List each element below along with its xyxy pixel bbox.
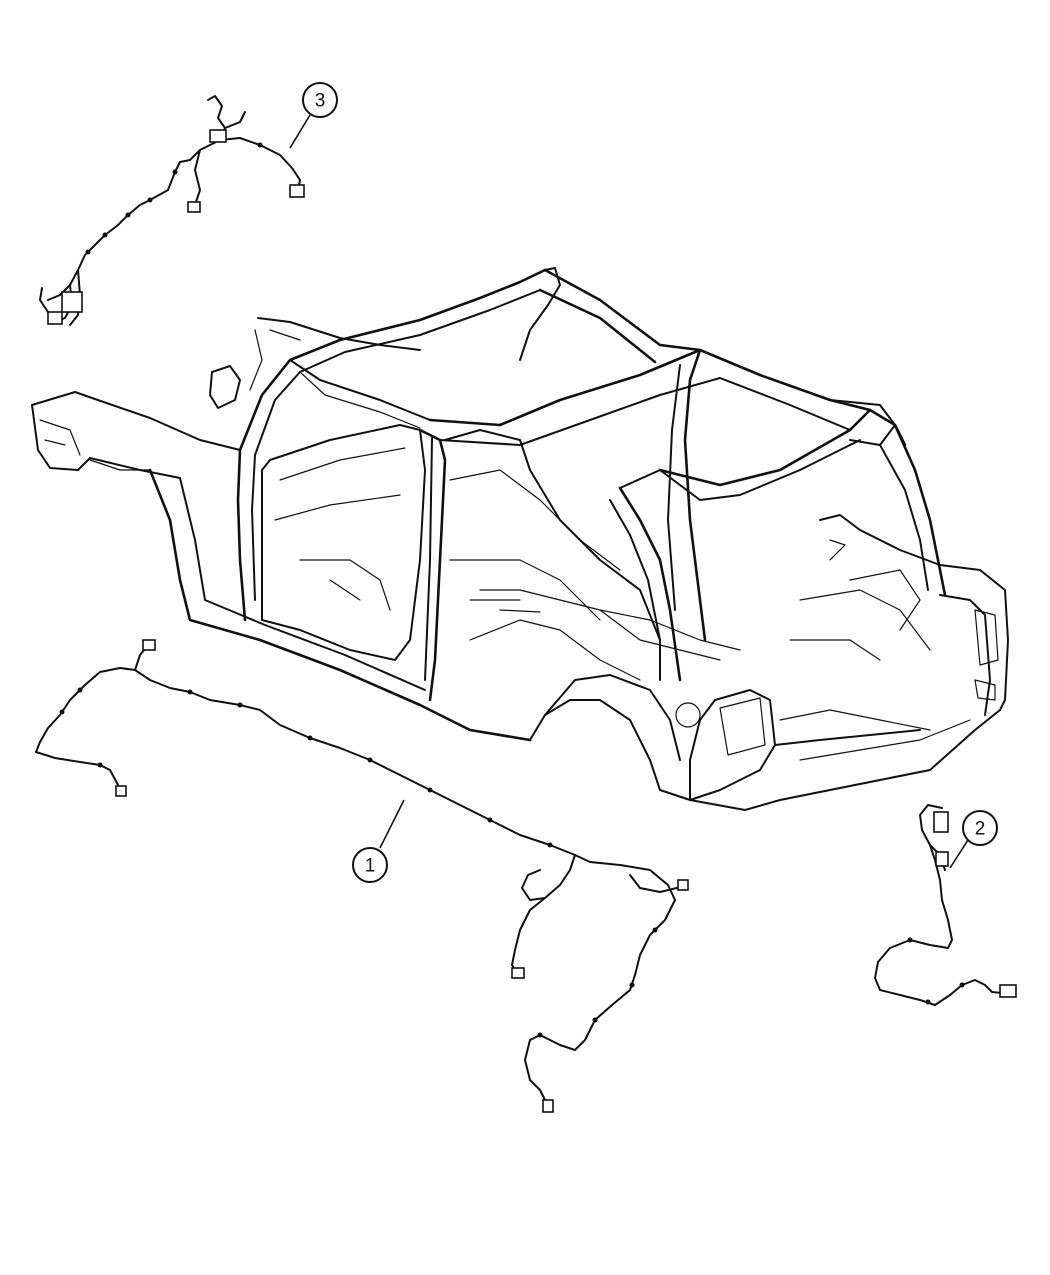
wiring-harness-2: [874, 804, 1017, 1006]
callout-2-label: 2: [975, 819, 986, 840]
wiring-harness-1: [35, 639, 689, 1113]
wiring-harness-3: [39, 95, 305, 326]
callout-3: 3: [289, 82, 338, 149]
vehicle-body-shell: [31, 267, 1009, 811]
callout-3-label: 3: [315, 91, 326, 112]
callout-2: 2: [949, 810, 998, 869]
callout-1: 1: [352, 799, 405, 883]
callout-1-label: 1: [365, 856, 376, 877]
